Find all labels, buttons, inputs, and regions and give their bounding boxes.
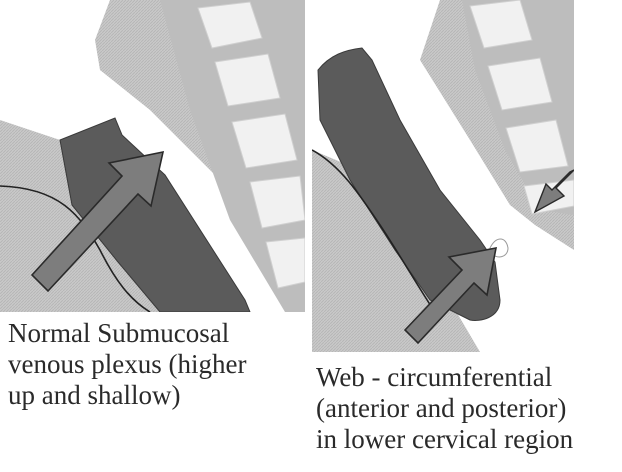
caption-right-line: (anterior and posterior) [316,393,573,424]
caption-right-line: in lower cervical region [316,424,573,455]
left-panel [0,0,305,312]
caption-left-line: Normal Submucosal [8,318,246,349]
caption-right: Web - circumferential (anterior and post… [316,362,573,455]
caption-left-line: up and shallow) [8,380,246,411]
panel-divider [305,0,312,352]
right-panel [312,0,574,352]
caption-left: Normal Submucosal venous plexus (higher … [8,318,246,411]
caption-left-line: venous plexus (higher [8,349,246,380]
caption-right-line: Web - circumferential [316,362,573,393]
